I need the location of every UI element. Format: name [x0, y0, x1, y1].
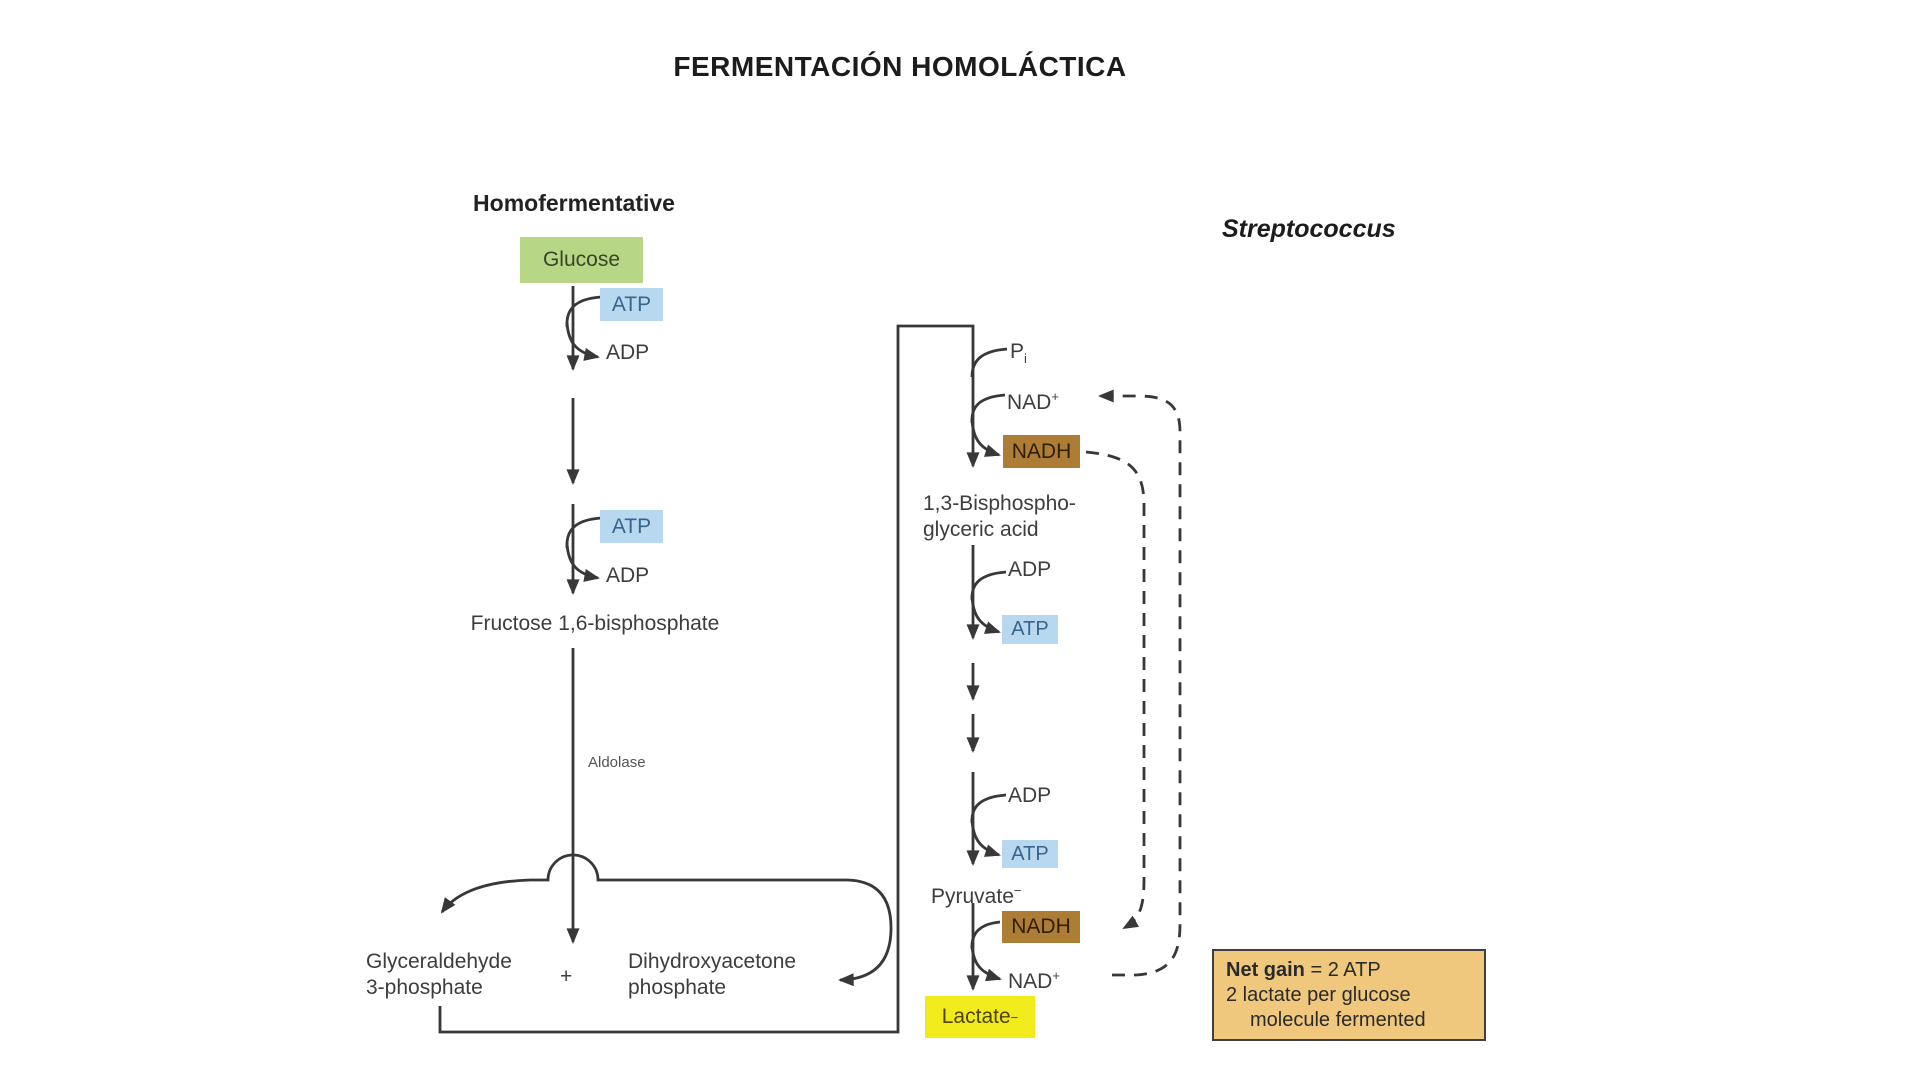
net-gain-bold: Net gain: [1226, 959, 1305, 981]
split-horizontal-line-with-hop: [440, 853, 847, 914]
nad-superscript: +: [1051, 389, 1059, 404]
fructose-bisphosphate-label: Fructose 1,6-bisphosphate: [470, 612, 720, 635]
bpg-line1: 1,3-Bisphospho-: [923, 492, 1076, 515]
dhap-line1: Dihydroxyacetone: [628, 950, 797, 973]
atp-label: ATP: [611, 514, 652, 538]
nadh-box-bottom: NADH: [1002, 911, 1080, 943]
net-gain-line1: Net gain = 2 ATP: [1226, 958, 1472, 983]
lactate-box: Lactate−: [925, 996, 1035, 1038]
right-step1-atp-out-curve: [970, 595, 1001, 634]
adp-label-left-2: ADP: [606, 564, 650, 587]
bpg-line2: glyceric acid: [923, 518, 1039, 541]
nadh-out-curve: [970, 418, 1001, 457]
net-gain-rest: = 2 ATP: [1304, 959, 1381, 981]
g3p-line1: Glyceraldehyde: [366, 950, 512, 973]
glyceraldehyde-3-phosphate-label: Glyceraldehyde 3-phosphate: [366, 949, 512, 1001]
atp-box-right-2: ATP: [1002, 840, 1058, 868]
homofermentative-heading: Homofermentative: [473, 190, 675, 216]
atp-label: ATP: [1011, 842, 1049, 865]
left-step1-adp-out-curve: [565, 321, 600, 361]
right-step2-adp-in-curve: [970, 793, 1007, 824]
adp-label-right-1: ADP: [1008, 558, 1052, 581]
nad-base: NAD: [1008, 970, 1053, 993]
split-uturn-to-dhap: [838, 878, 893, 987]
nadh-box-top: NADH: [1003, 435, 1080, 468]
organism-label: Streptococcus: [1222, 215, 1396, 243]
aldolase-enzyme-label: Aldolase: [588, 754, 646, 771]
g3p-line2: 3-phosphate: [366, 976, 483, 999]
diagram-title: FERMENTACIÓN HOMOLÁCTICA: [673, 51, 1127, 82]
nad-in-curve: [970, 393, 1006, 424]
dhap-line2: phosphate: [628, 976, 727, 999]
pyruvate-superscript: −: [1013, 883, 1022, 898]
nad-plus-bottom-label: NAD+: [1008, 963, 1060, 995]
nad-out-curve-bottom: [970, 944, 1002, 982]
right-step2-atp-out-curve: [970, 818, 1001, 857]
adp-label-right-2: ADP: [1008, 784, 1052, 807]
pyruvate-base: Pyruvate: [931, 885, 1014, 908]
atp-box-left-2: ATP: [600, 510, 663, 543]
inorganic-phosphate-label: Pi: [1010, 339, 1027, 372]
plus-sign: +: [560, 965, 573, 988]
nad-base: NAD: [1007, 391, 1052, 414]
right-step1-adp-in-curve: [970, 570, 1007, 601]
lactate-superscript: −: [1010, 1009, 1019, 1025]
glucose-box: Glucose: [520, 237, 643, 283]
glucose-label: Glucose: [542, 248, 621, 271]
net-gain-line2: 2 lactate per glucose: [1226, 984, 1411, 1006]
dihydroxyacetone-phosphate-label: Dihydroxyacetone phosphate: [628, 949, 796, 1001]
pi-in-curve: [970, 347, 1008, 378]
nadh-label: NADH: [1011, 915, 1071, 938]
pi-base: P: [1010, 340, 1025, 363]
nad-plus-top-label: NAD+: [1007, 384, 1059, 416]
nadh-label: NADH: [1011, 439, 1072, 463]
g3p-to-right-pathway-connector: [438, 324, 980, 1034]
nadh-recycle-dashed-line: [1085, 450, 1146, 930]
net-gain-line3: molecule fermented: [1250, 1009, 1426, 1031]
bisphosphoglyceric-acid-label: 1,3-Bisphospho- glyceric acid: [923, 491, 1076, 543]
left-step2-adp-out-curve: [565, 542, 600, 582]
nad-recycle-dashed-line: [1098, 389, 1182, 977]
adp-label-left-1: ADP: [606, 341, 650, 364]
lactate-base: Lactate: [941, 1005, 1011, 1028]
atp-label: ATP: [611, 292, 652, 316]
atp-label: ATP: [1011, 618, 1049, 640]
atp-box-left-1: ATP: [600, 288, 663, 321]
nad-superscript: +: [1052, 968, 1060, 983]
atp-box-right-1: ATP: [1002, 615, 1058, 644]
net-gain-box: Net gain = 2 ATP 2 lactate per glucose m…: [1212, 949, 1486, 1041]
pyruvate-label: Pyruvate−: [931, 878, 1021, 910]
pi-subscript: i: [1024, 351, 1027, 367]
nadh-in-curve-bottom: [970, 920, 1001, 950]
